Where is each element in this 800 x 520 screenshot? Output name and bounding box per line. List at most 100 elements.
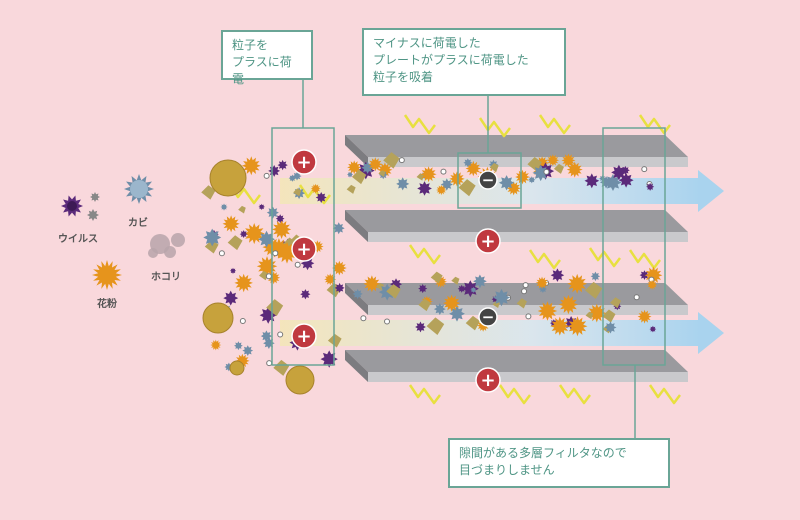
charge-sign: − — [482, 308, 495, 326]
spark-icon — [628, 249, 661, 270]
mold-particle — [449, 305, 465, 322]
virus-particle — [639, 270, 650, 280]
pollen-particle — [567, 273, 588, 294]
virus-particle — [229, 267, 237, 274]
pollen-particle — [420, 166, 437, 183]
pollen-particle — [477, 319, 490, 332]
legend-dust-icon — [171, 233, 185, 247]
dust-particle — [527, 157, 542, 172]
spark-icon — [588, 247, 621, 268]
legend-dust-icon — [164, 246, 176, 258]
charge-sign: + — [296, 326, 311, 347]
dust-particle — [293, 188, 302, 197]
virus-particle — [461, 280, 479, 298]
large-pollen-particle — [202, 302, 234, 334]
multilayer-zone-box — [602, 127, 666, 366]
filter-plate — [345, 210, 688, 242]
mold-particle — [532, 164, 549, 182]
legend-pollen-icon — [92, 260, 122, 290]
charge-sign: + — [480, 231, 495, 252]
dust-particle — [426, 317, 445, 335]
spark-icon — [538, 114, 571, 135]
large-pollen-particle — [229, 360, 245, 376]
dust-particle — [416, 173, 424, 181]
pollen-particle — [566, 161, 583, 178]
legend-pollen-label: 花粉 — [97, 299, 117, 310]
airflow-arrow-upper — [280, 170, 724, 212]
ion-particle — [543, 168, 550, 175]
spark-icon — [498, 384, 531, 405]
dust-particle — [430, 271, 443, 284]
plate-top — [345, 350, 688, 372]
pollen-particle — [272, 219, 292, 239]
dust-particle — [227, 235, 243, 251]
charge-sign: + — [480, 370, 495, 391]
mold-particle — [463, 158, 473, 168]
pollen-particle — [546, 154, 559, 167]
plate-top — [345, 210, 688, 232]
spark-icon — [648, 384, 681, 405]
mold-particle — [288, 174, 296, 182]
pollen-particle — [443, 294, 461, 312]
pollen-particle — [506, 181, 521, 196]
pollen-particle — [644, 266, 663, 285]
pollen-particle — [268, 238, 290, 259]
pollen-particle — [311, 240, 324, 253]
mold-particle — [590, 271, 601, 282]
pollen-particle — [515, 169, 530, 185]
pollen-particle — [587, 303, 607, 323]
mold-particle — [258, 230, 275, 248]
virus-particle — [315, 192, 327, 203]
virus-particle — [418, 284, 428, 294]
pollen-particle — [347, 160, 362, 175]
pollen-particle — [243, 223, 265, 245]
dust-particle — [553, 163, 564, 174]
adsorption-zone-box — [457, 152, 522, 209]
virus-particle — [239, 230, 248, 238]
legend-dust-icon — [148, 248, 158, 258]
dust-particle — [585, 311, 594, 320]
virus-particle — [550, 268, 565, 282]
plate-side — [345, 135, 368, 167]
pollen-particle — [241, 156, 261, 176]
spark-icon — [403, 114, 436, 135]
large-pollen-particle — [285, 365, 315, 395]
pollen-particle — [561, 153, 576, 168]
pollen-particle — [363, 275, 381, 293]
plus-charge-icon: + — [291, 236, 317, 262]
plate-edge — [368, 372, 688, 382]
virus-particle — [277, 159, 288, 171]
mold-particle — [266, 206, 279, 219]
plate-edge — [368, 232, 688, 242]
dust-particle — [201, 185, 216, 200]
pollen-particle — [567, 316, 588, 337]
pollen-particle — [647, 279, 658, 290]
airflow-arrow-lower — [280, 312, 724, 354]
pollen-particle — [332, 260, 347, 276]
mold-particle — [538, 285, 547, 293]
charge-sign: − — [482, 171, 495, 189]
virus-particle — [417, 181, 432, 196]
mold-particle — [242, 345, 254, 356]
dust-particle — [602, 309, 616, 323]
ion-particle — [440, 168, 447, 175]
pollen-particle — [535, 276, 549, 290]
virus-particle — [611, 164, 627, 181]
mold-particle — [433, 303, 446, 315]
virus-particle — [649, 325, 657, 333]
dust-particle — [259, 270, 269, 281]
spark-icon — [478, 117, 511, 138]
dust-particle — [383, 152, 400, 169]
dust-particle — [351, 169, 367, 185]
pollen-particle — [637, 309, 652, 324]
virus-particle — [415, 321, 426, 333]
mold-particle — [352, 288, 363, 299]
legend-virus-core — [67, 201, 77, 211]
virus-particle — [300, 289, 311, 300]
dust-particle — [465, 315, 481, 331]
ion-particle — [641, 166, 648, 173]
plate-side — [345, 350, 368, 382]
pollen-particle — [267, 271, 281, 285]
dust-particle — [204, 239, 219, 254]
legend-dust-label: ホコリ — [151, 272, 181, 283]
